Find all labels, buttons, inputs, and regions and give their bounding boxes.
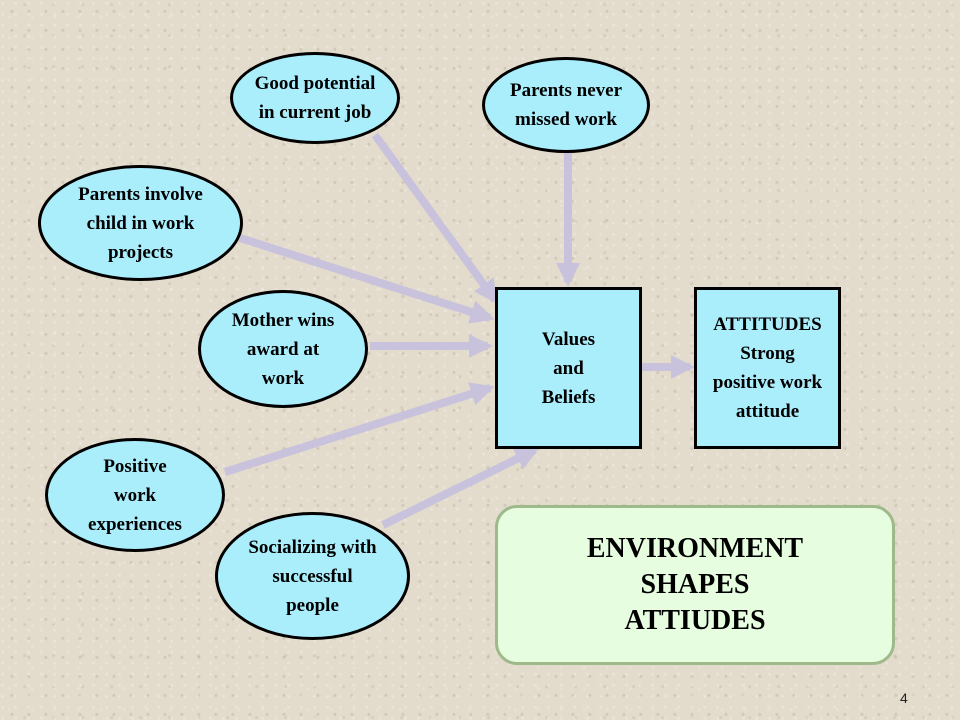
- arrow-parents-involve: [238, 234, 495, 324]
- arrow-positive-experiences: [223, 382, 495, 476]
- node-parents-never-missed-label: Parents never missed work: [509, 80, 623, 130]
- attitudes-box: ATTITUDES Strong positive work attitude: [694, 287, 841, 449]
- environment-summary-label: ENVIRONMENT SHAPES ATTIUDES: [586, 533, 804, 636]
- node-socializing-label: Socializing with successful people: [248, 536, 377, 616]
- node-mother-wins-label: Mother wins award at work: [231, 309, 335, 389]
- node-positive-experiences: Positive work experiences: [45, 438, 225, 552]
- arrow-good-potential: [371, 132, 499, 304]
- node-good-potential: Good potential in current job: [230, 52, 400, 144]
- values-beliefs-label: Values and Beliefs: [541, 328, 596, 408]
- node-positive-experiences-label: Positive work experiences: [88, 455, 182, 535]
- arrow-socializing: [381, 446, 540, 529]
- node-parents-involve: Parents involve child in work projects: [38, 165, 243, 281]
- page-number: 4: [900, 690, 908, 706]
- node-parents-never-missed: Parents never missed work: [482, 57, 650, 153]
- values-beliefs-box: Values and Beliefs: [495, 287, 642, 449]
- node-parents-involve-label: Parents involve child in work projects: [78, 183, 203, 263]
- environment-summary-box: ENVIRONMENT SHAPES ATTIUDES: [495, 505, 895, 665]
- node-good-potential-label: Good potential in current job: [254, 73, 376, 123]
- attitudes-label: ATTITUDES Strong positive work attitude: [712, 314, 823, 422]
- node-mother-wins: Mother wins award at work: [198, 290, 368, 408]
- node-socializing: Socializing with successful people: [215, 512, 410, 640]
